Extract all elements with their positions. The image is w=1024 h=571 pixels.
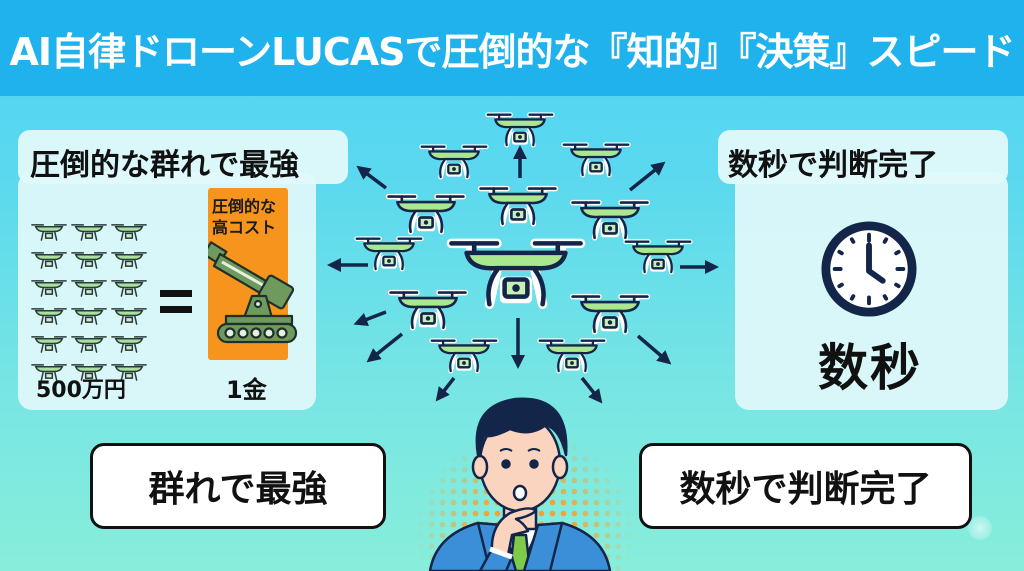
drone-grid — [30, 222, 150, 385]
drone-icon — [30, 334, 68, 357]
drone-icon — [70, 222, 108, 245]
tank-cannon-icon — [208, 241, 298, 344]
cost-label-line1: 圧倒的な — [212, 197, 277, 216]
drone-icon — [70, 306, 108, 329]
title-banner: AI自律ドローンLUCASで圧倒的な『知的』『決策』スピード — [0, 0, 1024, 96]
drone-icon — [110, 278, 148, 301]
surprised-businessman-illustration — [428, 397, 612, 571]
tank-price: 1金 — [226, 376, 267, 404]
swarm-callout: 群れで最強 — [90, 443, 386, 529]
page-title: AI自律ドローンLUCASで圧倒的な『知的』『決策』スピード — [9, 29, 1015, 74]
drone-icon — [70, 334, 108, 357]
cost-label: 圧倒的な 高コスト — [212, 196, 288, 238]
decision-heading: 数秒で判断完了 — [718, 130, 1008, 184]
drone-icon — [110, 250, 148, 273]
drone-icon — [30, 222, 68, 245]
swarm-heading: 圧倒的な群れで最強 — [18, 130, 348, 184]
drone-icon — [70, 278, 108, 301]
clock-icon — [821, 221, 917, 317]
cost-label-line2: 高コスト — [212, 218, 277, 237]
drone-icon — [110, 306, 148, 329]
big-seconds-text: 数秒 — [818, 339, 922, 397]
drone-icon — [70, 362, 108, 385]
corner-glare — [968, 516, 992, 540]
drone-icon — [110, 222, 148, 245]
drone-icon — [70, 250, 108, 273]
drone-icon — [30, 278, 68, 301]
drone-icon — [30, 250, 68, 273]
drone-icon — [110, 334, 148, 357]
drone-icon — [30, 306, 68, 329]
decision-callout: 数秒で判断完了 — [639, 443, 972, 529]
drone-price: 500万円 — [36, 378, 126, 403]
drone-icon — [110, 362, 148, 385]
drone-icon — [30, 362, 68, 385]
equals-icon — [160, 290, 192, 314]
drone-swarm — [327, 100, 719, 404]
